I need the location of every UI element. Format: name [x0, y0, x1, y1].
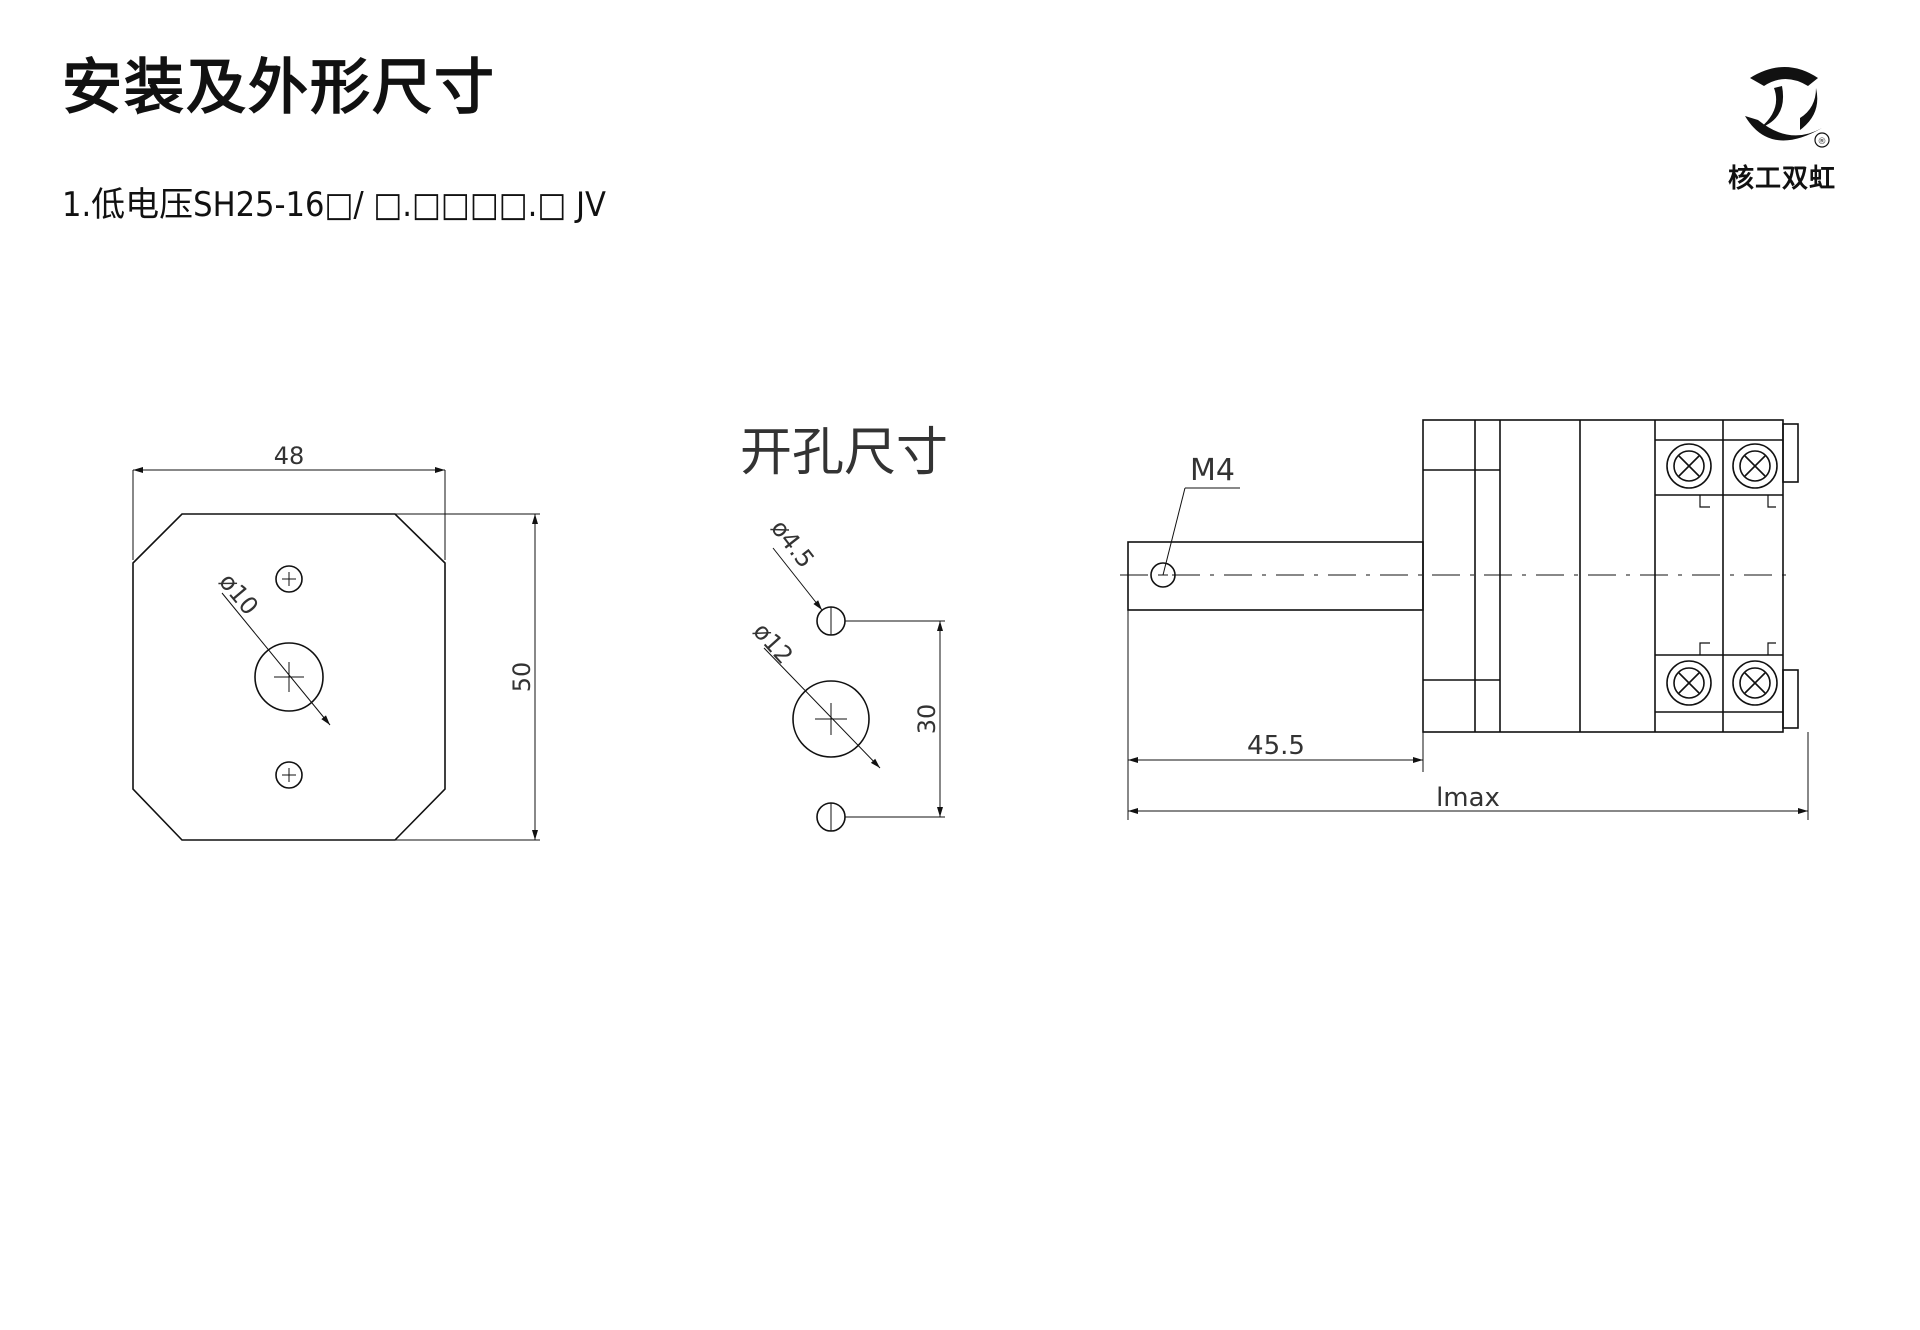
cutout-center-hole-label: ø12	[748, 617, 799, 669]
cutout-view	[763, 547, 945, 832]
front-width-label: 48	[274, 442, 305, 470]
cutout-center-leader	[763, 647, 881, 769]
brand-name: 核工双虹	[1728, 164, 1837, 194]
bottom-mounting-hole	[275, 761, 303, 789]
switch-body	[1422, 419, 1784, 733]
cutout-center-hole	[792, 680, 870, 758]
terminal-screw-top-left	[1666, 443, 1712, 489]
small-hole-leader	[772, 547, 823, 611]
terminal-screw-bottom-left	[1666, 660, 1712, 706]
top-mounting-hole	[275, 565, 303, 593]
spacing-label: 30	[913, 704, 941, 735]
shaft	[1127, 541, 1424, 611]
front-center-hole-label: ø10	[213, 568, 264, 621]
cutout-title: 开孔尺寸	[740, 423, 948, 483]
center-hole-leader	[221, 592, 331, 726]
model-number-line: 1.低电压SH25-16□/ □.□□□□.□ JV	[62, 185, 606, 225]
side-view	[1120, 419, 1809, 820]
total-length-label: lmax	[1436, 783, 1500, 813]
page-title: 安装及外形尺寸	[62, 53, 496, 123]
shaft-length-label: 45.5	[1247, 731, 1305, 761]
front-view	[132, 467, 540, 841]
m4-leader	[1162, 487, 1186, 576]
swirl-logo-icon: ®	[1745, 67, 1830, 148]
m4-thread-hole	[1150, 562, 1176, 588]
terminal-screw-top-right	[1732, 443, 1778, 489]
center-shaft-hole	[254, 642, 324, 712]
front-height-label: 50	[508, 662, 536, 693]
small-hole-label: ø4.5	[765, 514, 820, 573]
terminal-screw-bottom-right	[1732, 660, 1778, 706]
registered-mark: ®	[1818, 137, 1827, 147]
terminal-nut-bottom	[1782, 669, 1799, 729]
terminal-nut-top	[1782, 423, 1799, 483]
m4-label: M4	[1190, 453, 1235, 488]
